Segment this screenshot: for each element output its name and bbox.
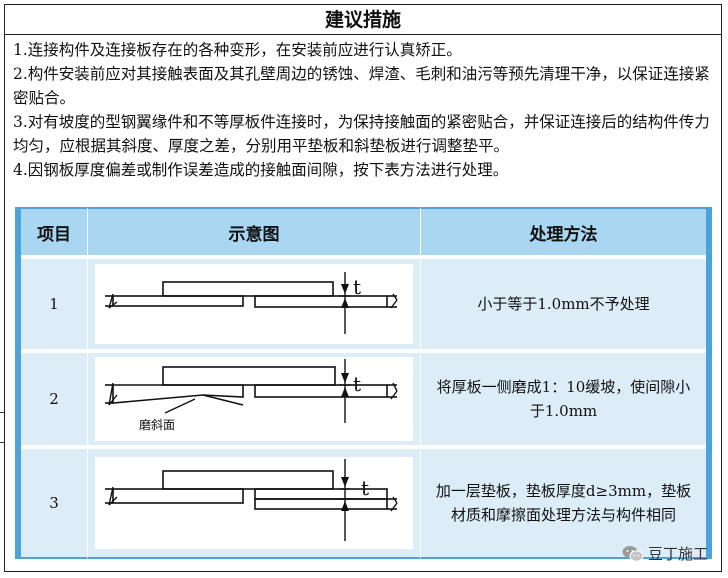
row-number: 1 — [21, 259, 87, 353]
table-header-row: 项目 示意图 处理方法 — [21, 207, 706, 259]
t-label: t — [353, 372, 361, 396]
table-row: 2 — [21, 353, 706, 449]
left-plate — [112, 488, 244, 504]
method-cell: 加一层垫板，垫板厚度d≥3mm，垫板材质和摩擦面处理方法与构件相同 — [420, 449, 706, 559]
gap-diagram-1: t — [95, 264, 413, 344]
watermark: 豆丁施工 — [622, 543, 708, 564]
right-plate — [254, 498, 388, 510]
arrow-icon — [341, 477, 349, 487]
table-row: 1 — [21, 259, 706, 353]
measures-text: 1.连接构件及连接板存在的各种变形，在安装前应进行认真矫正。 2.构件安装前应对… — [13, 38, 713, 182]
header-item: 项目 — [21, 207, 87, 259]
paragraph-2: 2.构件安装前应对其接触表面及其孔壁周边的锈蚀、焊渣、毛刺和油污等预先清理干净，… — [13, 65, 710, 107]
slope-label: 磨斜面 — [139, 418, 175, 432]
diagram-cell: t — [87, 259, 420, 353]
row-number: 3 — [21, 449, 87, 559]
margin-tick — [0, 442, 4, 443]
upper-plate — [162, 281, 334, 297]
diagram-cell: t 磨斜面 — [87, 353, 420, 449]
upper-plate — [162, 366, 336, 386]
diagram-cell: t — [87, 449, 420, 559]
watermark-text: 豆丁施工 — [647, 545, 708, 563]
margin-tick — [0, 412, 4, 413]
right-plate — [254, 295, 388, 308]
arrow-icon — [341, 373, 349, 383]
gap-treatment-table: 项目 示意图 处理方法 1 — [15, 207, 712, 559]
method-cell: 将厚板一侧磨成1：10缓坡，使间隙小于1.0mm — [420, 353, 706, 449]
arrow-icon — [341, 284, 349, 294]
header-method: 处理方法 — [420, 207, 706, 259]
wechat-icon — [622, 545, 644, 562]
table-row: 3 — [21, 449, 706, 559]
left-plate — [112, 295, 244, 307]
gap-diagram-2: t 磨斜面 — [95, 357, 413, 441]
paragraph-1: 1.连接构件及连接板存在的各种变形，在安装前应进行认真矫正。 — [13, 41, 462, 59]
t-label: t — [361, 476, 369, 500]
t-label: t — [353, 275, 361, 299]
right-plate — [254, 384, 388, 398]
paragraph-4: 4.因钢板厚度偏差或制作误差造成的接触面间隙，按下表方法进行处理。 — [13, 161, 509, 179]
arrow-icon — [341, 298, 349, 308]
arrow-icon — [341, 501, 349, 511]
gap-diagram-3: t — [95, 457, 413, 549]
arrow-icon — [341, 387, 349, 397]
document-frame: 建议措施 1.连接构件及连接板存在的各种变形，在安装前应进行认真矫正。 2.构件… — [4, 4, 722, 572]
leader-line — [164, 398, 196, 414]
row-number: 2 — [21, 353, 87, 449]
method-cell: 小于等于1.0mm不予处理 — [420, 259, 706, 353]
header-diagram: 示意图 — [87, 207, 420, 259]
upper-plate — [162, 470, 334, 490]
page-title: 建议措施 — [5, 5, 721, 35]
paragraph-3: 3.对有坡度的型钢翼缘件和不等厚板件连接时，为保持接触面的紧密贴合，并保证连接后… — [13, 113, 710, 155]
